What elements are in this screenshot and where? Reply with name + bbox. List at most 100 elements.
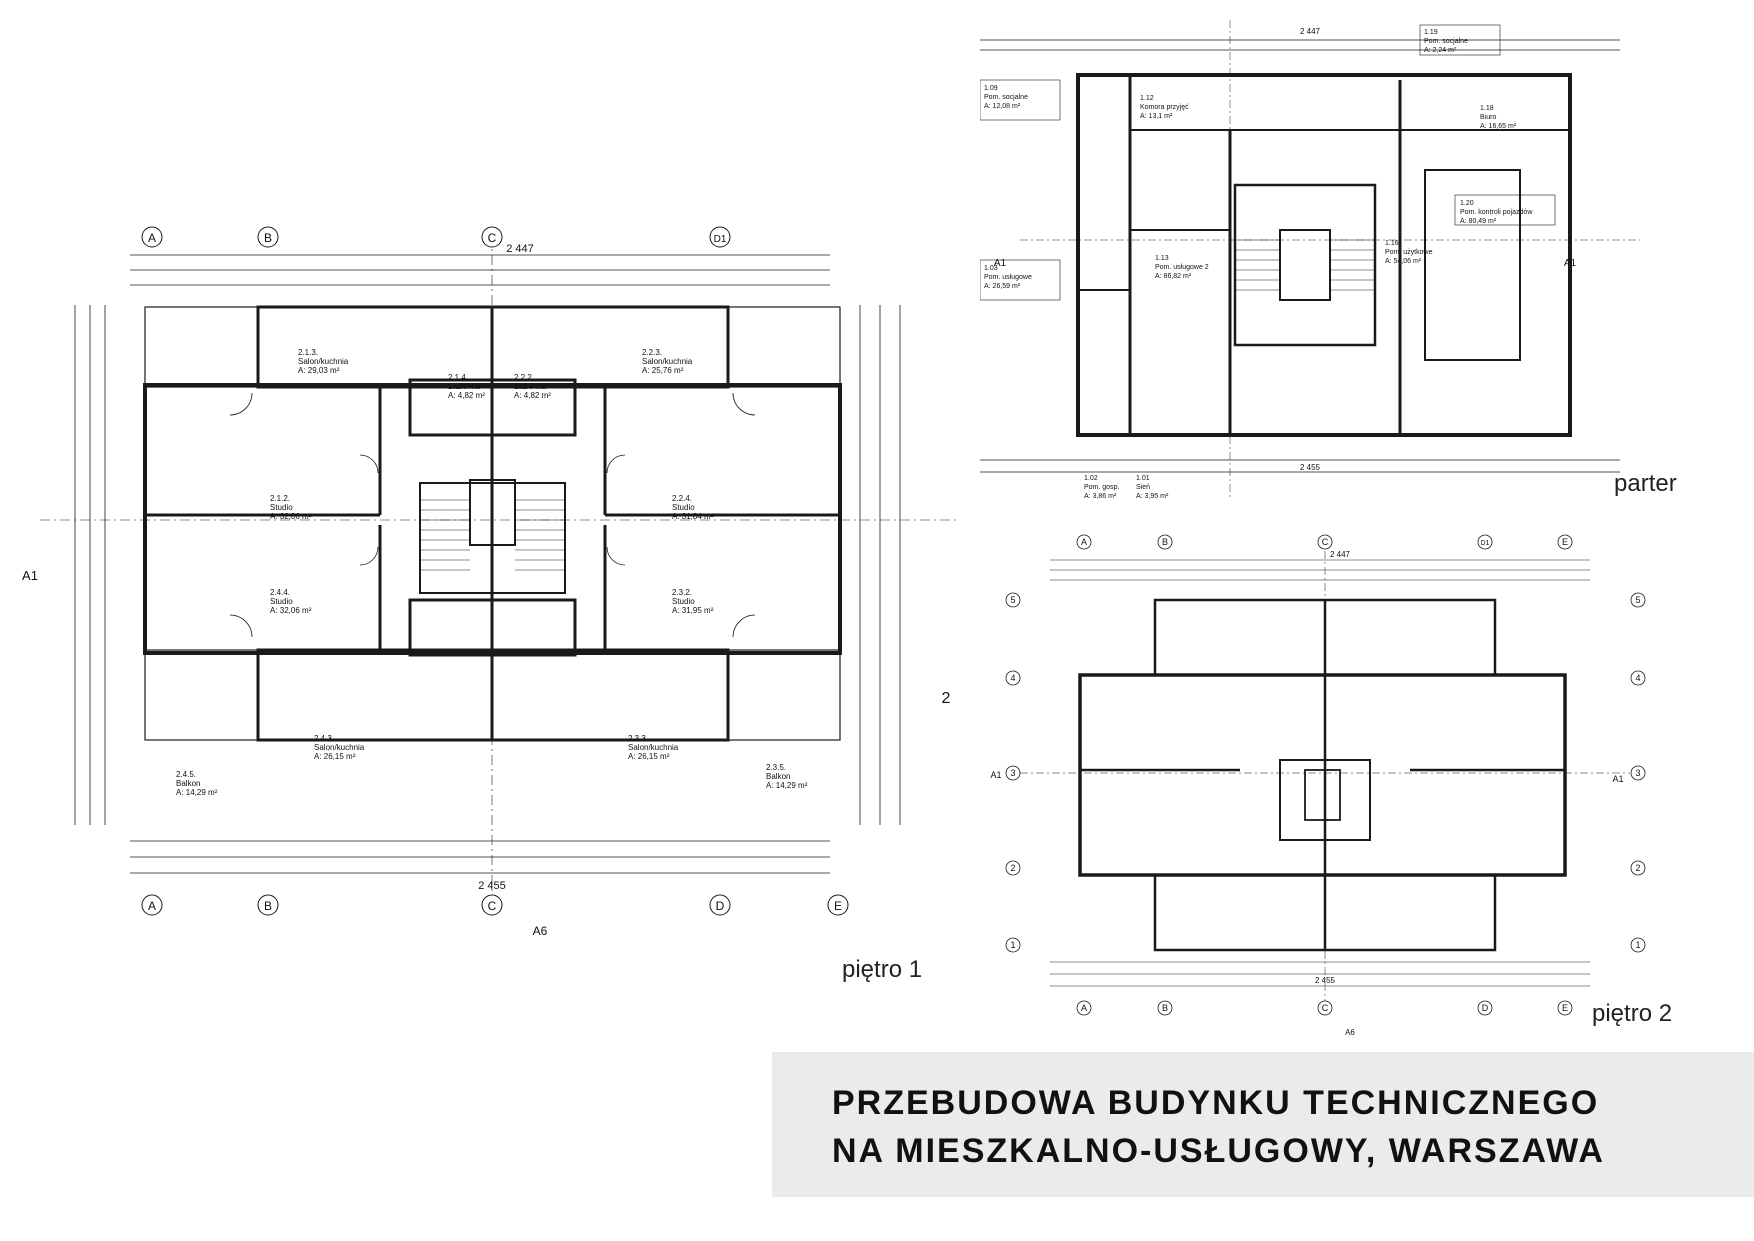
- f2-axis-side-3-right: 3: [1635, 768, 1640, 778]
- floor2-label: piętro 2: [1592, 1000, 1673, 1027]
- ground-section-right: A1: [1564, 258, 1577, 269]
- room-label: 1.09 Pom. socjalne A: 12,08 m²: [984, 85, 1028, 110]
- title-block: PRZEBUDOWA BUDYNKU TECHNICZNEGO NA MIESZ…: [772, 1052, 1754, 1197]
- room-label: 2.1.2. Studio A: 32,06 m²: [270, 494, 312, 521]
- room-label: 2.2.4. Studio A: 31,84 m²: [672, 494, 714, 521]
- svg-text:A: 54,06 m²: A: 54,06 m²: [1385, 258, 1422, 265]
- f2-axis-bottom-d: D: [1482, 1003, 1489, 1013]
- f2-axis-side-5-right: 5: [1635, 595, 1640, 605]
- f2-axis-bottom-b: B: [1162, 1003, 1168, 1013]
- floor2-drawing: A B C D1 E A B C D E 5 4 3 2 1 5 4 3 2 1…: [990, 534, 1646, 1037]
- room-label: 1.03 Pom. usługowe A: 26,59 m²: [984, 265, 1032, 290]
- axis-bottom-c: C: [488, 899, 497, 913]
- svg-text:2.1.4.: 2.1.4.: [448, 373, 468, 382]
- svg-text:2.4.5.: 2.4.5.: [176, 770, 196, 779]
- f2-axis-side-1: 1: [1010, 940, 1015, 950]
- floor1-drawing: A B C D1 A B C D E 2 447 2 455 A1 2 A6 2…: [22, 226, 960, 938]
- f2-axis-top-a: A: [1081, 537, 1087, 547]
- f2-axis-side-2-right: 2: [1635, 863, 1640, 873]
- svg-text:2.3.3.: 2.3.3.: [628, 734, 648, 743]
- f2-section-left: A1: [990, 770, 1001, 780]
- room-label: 2.1.3. Salon/kuchnia A: 29,03 m²: [298, 348, 349, 375]
- svg-text:2.2.4.: 2.2.4.: [672, 494, 692, 503]
- f2-section-right: A1: [1612, 774, 1623, 784]
- svg-text:Balkon: Balkon: [766, 772, 790, 781]
- room-label: 1.02 Pom. gosp. A: 3,86 m²: [1084, 475, 1119, 500]
- svg-text:Sień: Sień: [1136, 484, 1150, 491]
- room-label: 1.12 Komora przyjęć A: 13,1 m²: [1140, 95, 1189, 120]
- svg-text:Pom. usługowe 2: Pom. usługowe 2: [1155, 264, 1209, 271]
- svg-text:A: 4,82 m²: A: 4,82 m²: [448, 391, 485, 400]
- f2-axis-top-e: E: [1562, 537, 1568, 547]
- svg-text:1.12: 1.12: [1140, 95, 1154, 102]
- svg-text:2.3.5.: 2.3.5.: [766, 763, 786, 772]
- svg-text:A: 29,03 m²: A: 29,03 m²: [298, 366, 340, 375]
- svg-text:A: 80,49 m²: A: 80,49 m²: [1460, 218, 1497, 225]
- f2-section-vertical: A6: [1345, 1028, 1355, 1037]
- svg-text:1.20: 1.20: [1460, 200, 1474, 207]
- room-label: 1.01 Sień A: 3,95 m²: [1136, 475, 1169, 500]
- svg-text:A: 25,76 m²: A: 25,76 m²: [642, 366, 684, 375]
- axis-top-c: C: [488, 231, 497, 245]
- svg-text:A: 26,15 m²: A: 26,15 m²: [314, 752, 356, 761]
- svg-text:A: 32,06 m²: A: 32,06 m²: [270, 606, 312, 615]
- title-line-2: NA MIESZKALNO-USŁUGOWY, WARSZAWA: [832, 1132, 1605, 1170]
- f2-axis-top-c: C: [1322, 537, 1329, 547]
- svg-text:A: 2,24 m²: A: 2,24 m²: [1424, 47, 1457, 54]
- f2-dim-top: 2 447: [1330, 550, 1351, 559]
- svg-text:Salon/kuchnia: Salon/kuchnia: [628, 743, 679, 752]
- ground-label: parter: [1614, 470, 1677, 497]
- svg-text:A: 31,95 m²: A: 31,95 m²: [672, 606, 714, 615]
- svg-text:1.16: 1.16: [1385, 240, 1399, 247]
- axis-top-d1: D1: [714, 234, 727, 245]
- svg-text:2.1.2.: 2.1.2.: [270, 494, 290, 503]
- room-label: 2.2.2. Łazienka A: 4,82 m²: [514, 373, 551, 400]
- room-label: 2.3.5. Balkon A: 14,29 m²: [766, 763, 808, 790]
- f2-axis-side-1-right: 1: [1635, 940, 1640, 950]
- axis-top-b: B: [264, 231, 272, 245]
- section-left: A1: [22, 568, 38, 583]
- svg-text:Pom. gosp.: Pom. gosp.: [1084, 484, 1119, 491]
- room-label: 1.18 Biuro A: 16,65 m²: [1480, 105, 1517, 130]
- dim-top-overall: 2 447: [506, 243, 534, 255]
- svg-text:Pom. usługowe: Pom. usługowe: [984, 274, 1032, 281]
- svg-text:A: 14,29 m²: A: 14,29 m²: [176, 788, 218, 797]
- svg-text:Studio: Studio: [672, 597, 695, 606]
- svg-text:A: 26,59 m²: A: 26,59 m²: [984, 283, 1021, 290]
- svg-text:Pom. socjalne: Pom. socjalne: [984, 94, 1028, 101]
- svg-text:A: 16,65 m²: A: 16,65 m²: [1480, 123, 1517, 130]
- svg-text:2.3.2.: 2.3.2.: [672, 588, 692, 597]
- svg-text:Studio: Studio: [672, 503, 695, 512]
- svg-text:Biuro: Biuro: [1480, 114, 1496, 121]
- svg-text:1.13: 1.13: [1155, 255, 1169, 262]
- svg-text:A: 32,06 m²: A: 32,06 m²: [270, 512, 312, 521]
- ground-drawing: 1.09 Pom. socjalne A: 12,08 m² 1.12 Komo…: [980, 20, 1640, 500]
- section-vertical: A6: [533, 924, 548, 938]
- svg-text:1.18: 1.18: [1480, 105, 1494, 112]
- axis-bottom-a: A: [148, 899, 156, 913]
- svg-text:Komora przyjęć: Komora przyjęć: [1140, 104, 1189, 111]
- room-label: 2.4.3. Salon/kuchnia A: 26,15 m²: [314, 734, 365, 761]
- svg-text:A: 13,1 m²: A: 13,1 m²: [1140, 113, 1173, 120]
- dim-bottom-overall: 2 455: [478, 880, 506, 892]
- svg-text:2.2.3.: 2.2.3.: [642, 348, 662, 357]
- ground-dim-top: 2 447: [1300, 27, 1321, 36]
- room-label: 2.3.3. Salon/kuchnia A: 26,15 m²: [628, 734, 679, 761]
- axis-top-a: A: [148, 231, 156, 245]
- f2-axis-side-2: 2: [1010, 863, 1015, 873]
- svg-text:Pom. kontroli pojazdów: Pom. kontroli pojazdów: [1460, 209, 1533, 216]
- svg-text:A: 86,82 m²: A: 86,82 m²: [1155, 273, 1192, 280]
- room-label: 1.20 Pom. kontroli pojazdów A: 80,49 m²: [1460, 200, 1533, 225]
- f2-axis-top-b: B: [1162, 537, 1168, 547]
- svg-text:Pom. socjalne: Pom. socjalne: [1424, 38, 1468, 45]
- f2-dim-bottom: 2 455: [1315, 976, 1336, 985]
- floor2-plan: A B C D1 E A B C D E 5 4 3 2 1 5 4 3 2 1…: [990, 530, 1660, 1040]
- room-label: 2.4.4. Studio A: 32,06 m²: [270, 588, 312, 615]
- svg-text:Studio: Studio: [270, 503, 293, 512]
- f2-axis-top-d1: D1: [1481, 540, 1490, 547]
- svg-text:Pom. użytkowe: Pom. użytkowe: [1385, 249, 1433, 256]
- ground-dim-bottom: 2 455: [1300, 463, 1321, 472]
- svg-text:2.4.3.: 2.4.3.: [314, 734, 334, 743]
- svg-text:2.1.3.: 2.1.3.: [298, 348, 318, 357]
- svg-text:Salon/kuchnia: Salon/kuchnia: [314, 743, 365, 752]
